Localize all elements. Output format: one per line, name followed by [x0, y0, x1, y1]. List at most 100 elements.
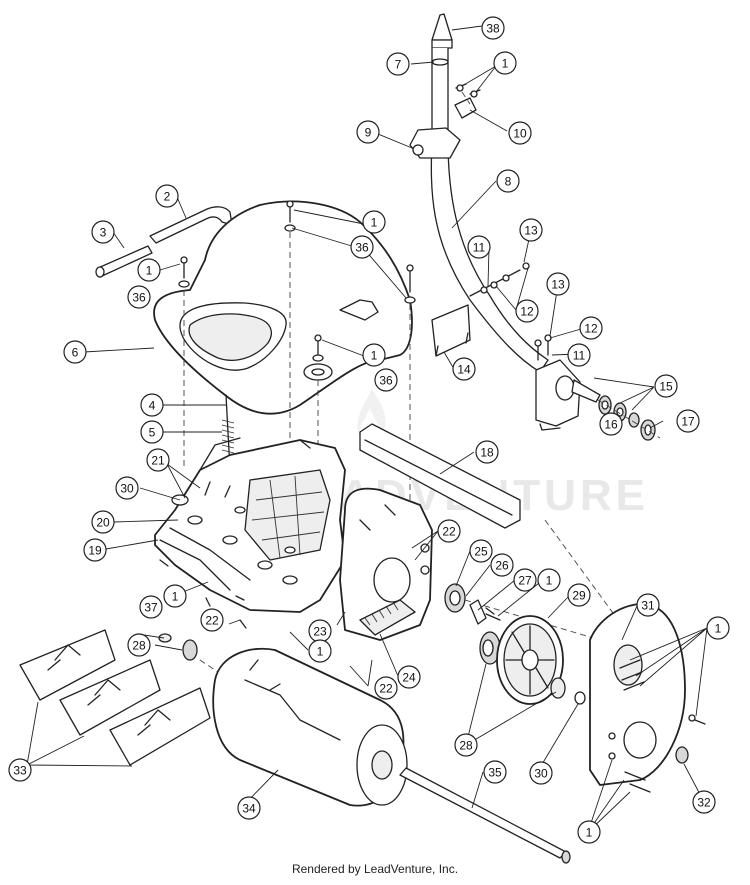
callout-1: 1 [706, 616, 730, 640]
callout-circle [200, 608, 224, 632]
callout-9: 9 [356, 120, 380, 144]
callout-number: 36 [379, 374, 393, 388]
callout-number: 12 [520, 305, 534, 319]
callout-number: 33 [13, 764, 27, 778]
callout-circle [475, 440, 499, 464]
callout-number: 16 [604, 418, 618, 432]
callout-1: 1 [137, 258, 161, 282]
callout-1: 1 [493, 51, 517, 75]
callout-number: 26 [495, 559, 509, 573]
callout-1: 1 [577, 820, 601, 844]
callout-30: 30 [115, 476, 139, 500]
side-plate [339, 487, 433, 641]
callout-circle [493, 51, 517, 75]
callout-circle [537, 568, 561, 592]
callout-number: 13 [551, 278, 565, 292]
callout-number: 21 [151, 454, 165, 468]
callout-number: 3 [100, 226, 107, 240]
callout-circle [452, 357, 476, 381]
callout-circle [529, 761, 553, 785]
callout-31: 31 [636, 593, 660, 617]
callout-circle [467, 235, 491, 259]
callout-6: 6 [63, 340, 87, 364]
callout-22: 22 [374, 676, 398, 700]
callout-number: 36 [132, 291, 146, 305]
callout-number: 1 [371, 216, 378, 230]
callout-16: 16 [599, 412, 623, 436]
callout-circle [163, 584, 187, 608]
callout-19: 19 [83, 538, 107, 562]
callout-circle [139, 595, 163, 619]
callout-circle [567, 583, 591, 607]
callout-number: 8 [505, 175, 512, 189]
callout-13: 13 [519, 218, 543, 242]
callout-circle [654, 374, 678, 398]
callout-36: 36 [374, 368, 398, 392]
callout-circle [490, 553, 514, 577]
callout-circle [579, 316, 603, 340]
callout-number: 31 [641, 599, 655, 613]
callout-22: 22 [200, 608, 224, 632]
callout-number: 1 [546, 574, 553, 588]
callout-38: 38 [481, 16, 505, 40]
callout-number: 32 [697, 796, 711, 810]
callout-number: 1 [146, 264, 153, 278]
callout-number: 19 [88, 544, 102, 558]
callout-1: 1 [362, 343, 386, 367]
callout-number: 24 [402, 671, 416, 685]
callout-32: 32 [692, 790, 716, 814]
callout-23: 23 [308, 619, 332, 643]
callout-18: 18 [475, 440, 499, 464]
callout-number: 11 [473, 241, 486, 255]
callout-number: 28 [459, 739, 473, 753]
callout-30: 30 [529, 761, 553, 785]
callout-circle [146, 448, 170, 472]
callout-circle [237, 796, 261, 820]
callout-circle [567, 343, 591, 367]
callout-circle [91, 220, 115, 244]
callout-number: 20 [96, 516, 110, 530]
callout-13: 13 [546, 272, 570, 296]
callout-24: 24 [397, 665, 421, 689]
callout-28: 28 [454, 733, 478, 757]
callout-number: 30 [120, 482, 134, 496]
callout-number: 34 [242, 802, 256, 816]
callout-number: 10 [513, 127, 527, 141]
callout-8: 8 [496, 169, 520, 193]
callout-28: 28 [127, 633, 151, 657]
callout-1: 1 [163, 584, 187, 608]
callout-7: 7 [386, 52, 410, 76]
callout-number: 9 [365, 126, 372, 140]
callout-number: 13 [524, 224, 538, 238]
callout-number: 36 [355, 241, 369, 255]
callout-circle [599, 412, 623, 436]
callout-number: 37 [144, 601, 158, 615]
callout-circle [127, 285, 151, 309]
callout-number: 4 [149, 399, 156, 413]
rotor-drum [212, 647, 571, 864]
callout-number: 22 [442, 525, 456, 539]
callout-circle [386, 52, 410, 76]
callout-number: 25 [474, 545, 488, 559]
callout-5: 5 [140, 420, 164, 444]
callout-number: 1 [371, 349, 378, 363]
callout-33: 33 [8, 758, 32, 782]
callout-circle [115, 476, 139, 500]
callout-36: 36 [127, 285, 151, 309]
callout-circle [481, 16, 505, 40]
callout-1: 1 [537, 568, 561, 592]
scraper-bar [359, 423, 521, 529]
callout-26: 26 [490, 553, 514, 577]
callout-14: 14 [452, 357, 476, 381]
callout-circle [155, 184, 179, 208]
callout-circle [513, 568, 537, 592]
callout-number: 2 [164, 190, 171, 204]
callout-circle [437, 519, 461, 543]
callout-number: 30 [534, 767, 548, 781]
callout-circle [137, 258, 161, 282]
callout-number: 1 [502, 57, 509, 71]
callout-21: 21 [146, 448, 170, 472]
leader-lines [26, 25, 708, 833]
